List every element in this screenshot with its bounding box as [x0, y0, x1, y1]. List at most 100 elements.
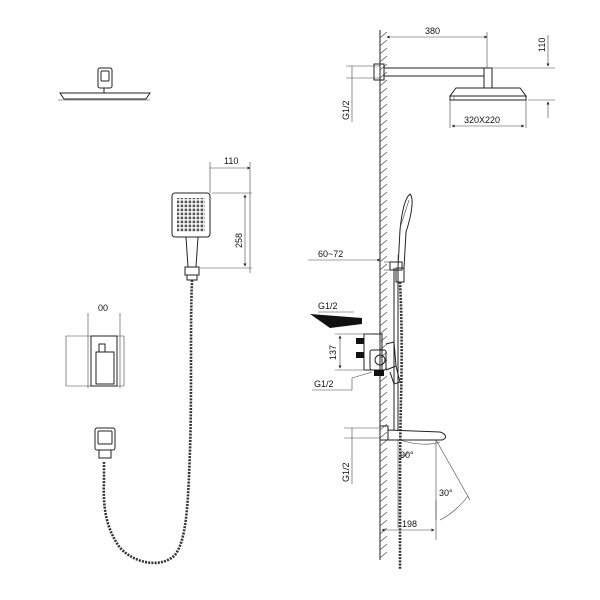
wall-offset-label: 60~72 [318, 249, 343, 259]
slide-bar [384, 261, 403, 430]
wall-hatch-line [379, 103, 388, 111]
mixer-valve [310, 314, 401, 385]
wall-hatch-line [379, 455, 388, 463]
wall-hatch-line [379, 319, 388, 327]
wall-hatch-line [379, 415, 388, 423]
handheld-shower-head [171, 192, 211, 281]
wall-hatch-line [379, 239, 388, 247]
thread-top: G1/2 [341, 66, 353, 122]
wall-hatch-line [379, 295, 388, 303]
wall-hatch-line [379, 463, 388, 471]
wall-hatch-line [379, 511, 388, 519]
arm-height-label: 110 [537, 38, 547, 52]
angle-30-label: 30° [439, 488, 453, 498]
wall-hatch-line [379, 471, 388, 479]
wall-hatch-line [379, 287, 388, 295]
wall-hatch-line [379, 39, 388, 47]
valve-spacing-label: 137 [328, 345, 338, 360]
wall-hatch-line [379, 159, 388, 167]
wall-hatch-line [379, 335, 388, 343]
dim-handheld-length: 258 [200, 192, 252, 269]
head-size-label: 320X220 [464, 115, 500, 125]
wall-hatch-line [379, 407, 388, 415]
thread-in: G1/2 [318, 301, 354, 313]
dim-handheld-width: 110 [209, 156, 251, 273]
wall-hatch-line [379, 31, 388, 39]
spout-length-label: 198 [402, 519, 417, 529]
plate-label: 00 [98, 303, 108, 313]
angle-90-label: 90° [400, 450, 414, 460]
wall-hatch-line [379, 551, 388, 559]
valve-wall-plate: 00 [65, 303, 125, 388]
wall-hatch-line [379, 399, 388, 407]
wall-hatch-line [379, 535, 388, 543]
wall-hatch-line [379, 343, 388, 351]
wall-hatch-line [379, 231, 388, 239]
dim-wall-offset: 60~72 [308, 249, 399, 268]
wall-hatch-line [379, 255, 388, 263]
wall-hatch-line [379, 207, 388, 215]
thread-out-label: G1/2 [314, 379, 334, 389]
wall-hatch-line [379, 431, 388, 439]
handheld-width-label: 110 [224, 156, 238, 166]
wall-hatch-line [379, 247, 388, 255]
wall-hatch-line [379, 479, 388, 487]
wall-hatch-line [379, 383, 388, 391]
wall-hatch-line [379, 183, 388, 191]
wall-hatch-line [379, 175, 388, 183]
wall-hatch-line [379, 87, 388, 95]
dim-arm-length: 380 [386, 26, 488, 68]
wall-hatch-line [379, 135, 388, 143]
shower-hose [102, 279, 194, 565]
wall-section [379, 30, 388, 560]
shower-arm-assembly [346, 63, 527, 101]
wall-hatch-line [379, 55, 388, 63]
wall-hatch-line [379, 191, 388, 199]
wall-hatch-line [379, 263, 388, 271]
wall-hatch-line [379, 519, 388, 527]
spout-swing-angles: 90° 30° [397, 439, 471, 528]
thread-lower-label: G1/2 [341, 462, 351, 482]
wall-hatch-line [379, 391, 388, 399]
overhead-shower-side-view [58, 67, 151, 101]
wall-hatch-line [379, 311, 388, 319]
wall-hatch-line [379, 495, 388, 503]
wall-hatch-line [379, 95, 388, 103]
wall-hatch-line [379, 151, 388, 159]
wall-hatch-line [379, 423, 388, 431]
slide-bar-hose [398, 281, 403, 570]
wall-hatch-line [379, 279, 388, 287]
thread-lower: G1/2 [341, 428, 353, 484]
wall-hatch-line [379, 47, 388, 55]
dim-spout-length: 198 [381, 500, 437, 540]
bath-spout [344, 425, 447, 445]
wall-hose-connector [94, 427, 116, 459]
wall-hatch-line [379, 487, 388, 495]
arm-length-label: 380 [425, 26, 440, 36]
handheld-length-label: 258 [234, 233, 244, 248]
wall-hatch-line [379, 127, 388, 135]
wall-hatch-line [379, 111, 388, 119]
wall-hatch-line [379, 327, 388, 335]
wall-hatch-line [379, 271, 388, 279]
wall-hatch-line [379, 119, 388, 127]
wall-hatch-line [379, 215, 388, 223]
thread-in-label: G1/2 [318, 301, 338, 311]
dim-head-size: 320X220 [449, 100, 527, 128]
dim-valve-spacing: 137 [328, 333, 372, 371]
wall-hatch-line [379, 79, 388, 87]
wall-hatch-line [379, 543, 388, 551]
wall-hatch-line [379, 375, 388, 383]
dim-arm-height: 110 [492, 35, 555, 118]
wall-hatch-line [379, 439, 388, 447]
thread-top-label: G1/2 [341, 100, 351, 120]
wall-hatch-line [379, 143, 388, 151]
wall-hatch-line [379, 223, 388, 231]
wall-hatch-line [379, 447, 388, 455]
wall-hatch-line [379, 303, 388, 311]
wall-hatch-line [379, 167, 388, 175]
wall-hatch-line [379, 527, 388, 535]
wall-hatch-line [379, 199, 388, 207]
thread-out: G1/2 [312, 371, 373, 391]
